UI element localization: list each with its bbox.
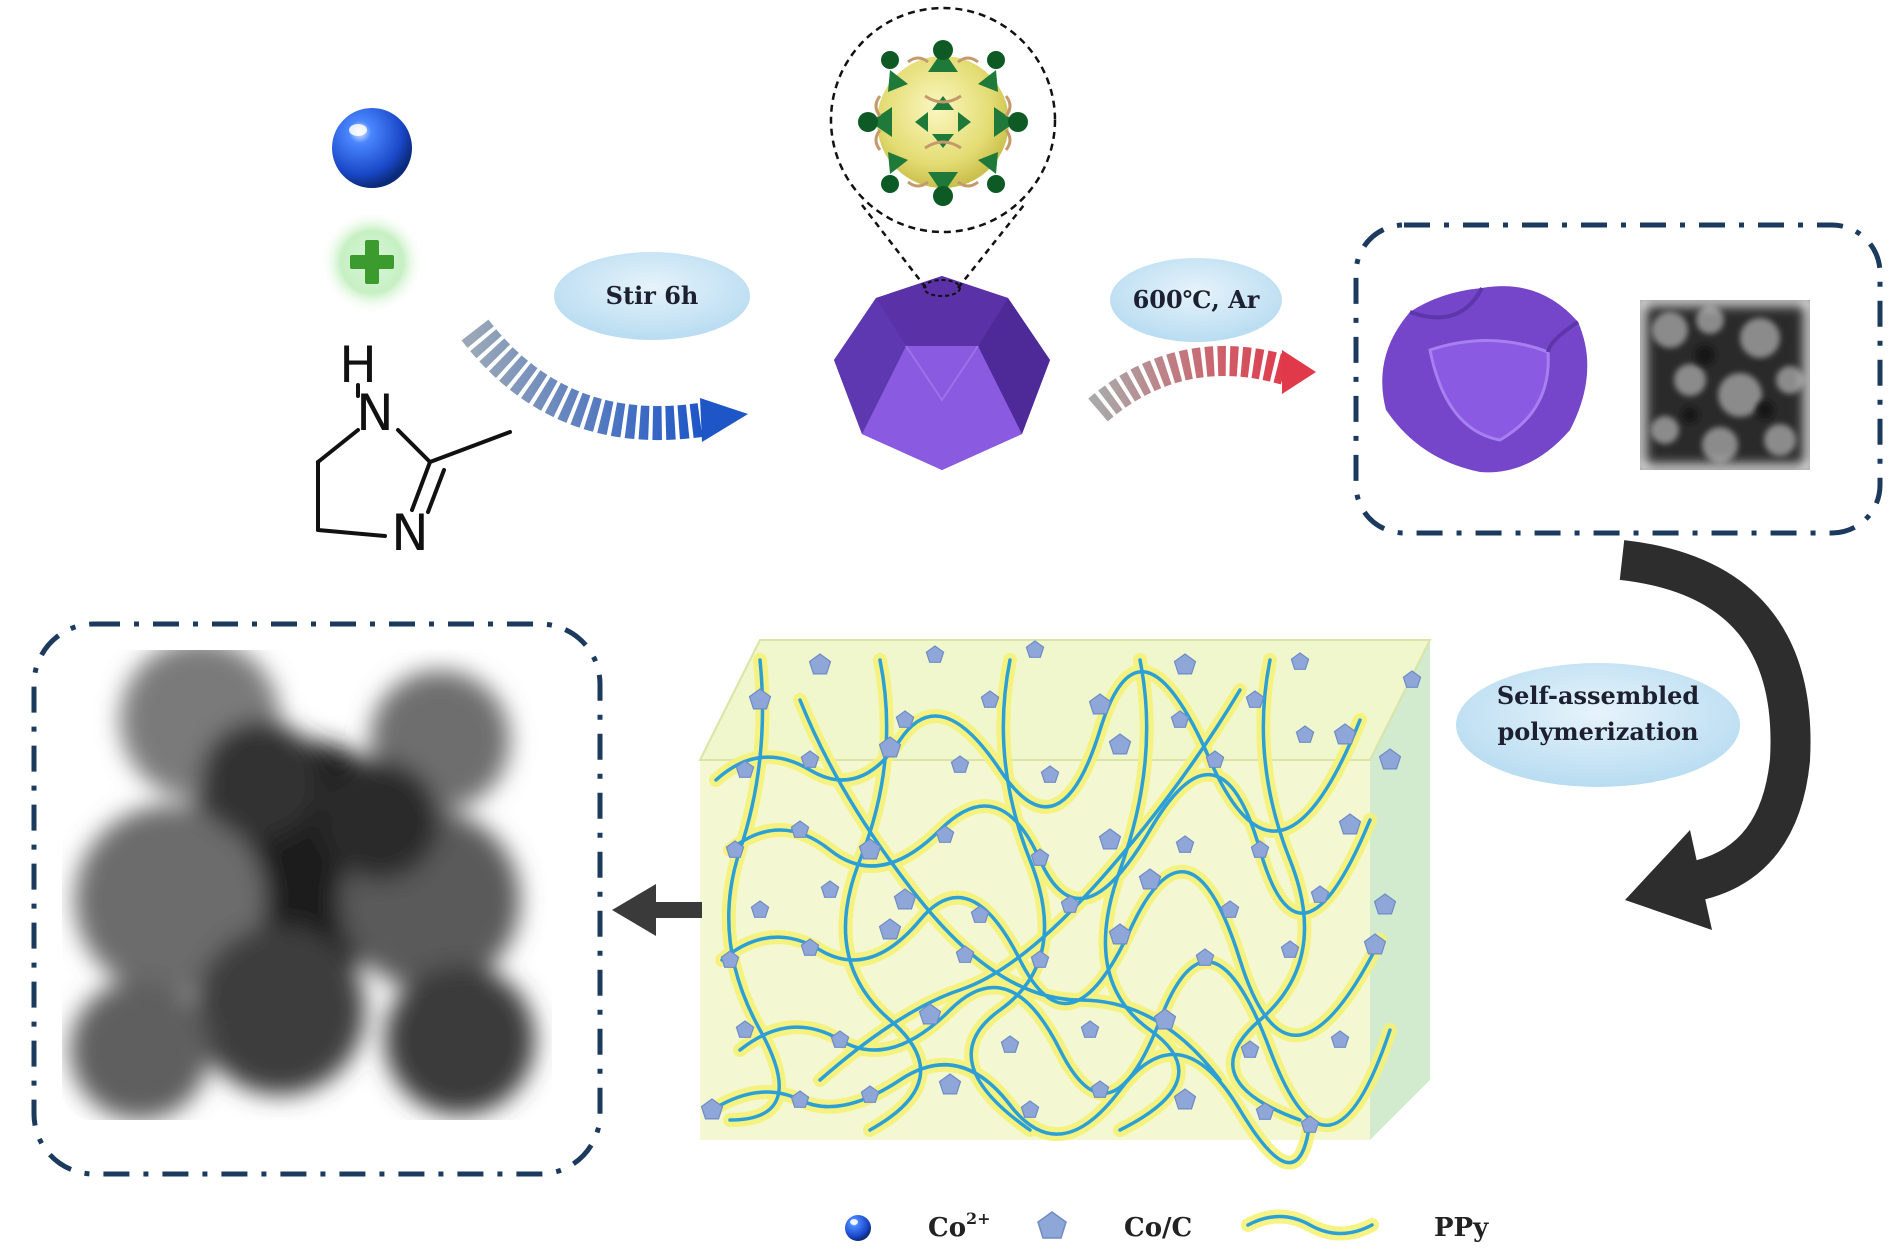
co-c-pentagon xyxy=(1250,840,1270,858)
atom-n-top: N xyxy=(356,384,393,442)
step-stir-label: Stir 6h xyxy=(554,252,750,340)
co-c-pentagon xyxy=(858,838,882,860)
co-c-pentagon xyxy=(1000,1035,1020,1053)
legend-co-ion-icon xyxy=(845,1215,871,1241)
co-c-pentagon xyxy=(1255,1102,1275,1120)
co-c-pentagon xyxy=(720,950,740,968)
co-c-pentagon xyxy=(1280,940,1300,958)
co-c-pentagon xyxy=(830,1030,850,1048)
co-c-particles xyxy=(700,640,1422,1133)
co-c-pentagon xyxy=(700,1098,724,1120)
legend-coc-icon xyxy=(1037,1211,1067,1239)
co-c-pentagon xyxy=(1363,933,1387,955)
co-c-pentagon xyxy=(1030,950,1050,968)
left-arrow xyxy=(612,884,702,936)
co-c-pentagon xyxy=(1373,893,1397,915)
co-c-pentagon xyxy=(1310,885,1330,903)
co-c-pentagon xyxy=(955,945,975,963)
co-c-pentagon xyxy=(980,690,1000,708)
imidazole-structure: H N N xyxy=(316,336,512,562)
co-c-pentagon xyxy=(1333,723,1357,745)
calcine-arrow xyxy=(1088,346,1316,422)
co-c-pentagon xyxy=(860,1085,880,1103)
zif-dodecahedron xyxy=(834,276,1050,470)
svg-text:600℃, Ar: 600℃, Ar xyxy=(1133,285,1260,314)
co-c-pentagon xyxy=(1295,725,1315,743)
co-c-pentagon xyxy=(735,1020,755,1038)
co-ion-ball xyxy=(332,108,412,188)
co-c-pentagon xyxy=(1020,1100,1040,1118)
co-c-pentagon xyxy=(1108,733,1132,755)
co-c-pentagon xyxy=(1030,848,1050,866)
co-c-pentagon xyxy=(950,755,970,773)
co-c-pentagon xyxy=(925,645,945,663)
co-c-polyhedron xyxy=(1382,286,1588,473)
co-c-pentagon xyxy=(790,820,810,838)
legend-ppy-icon xyxy=(1241,1209,1379,1241)
co-c-frame xyxy=(1353,222,1883,536)
plus-icon xyxy=(320,210,424,314)
co-c-pentagon xyxy=(1060,895,1080,913)
co-c-pentagon xyxy=(1153,1008,1177,1030)
co-c-pentagon xyxy=(1205,750,1225,768)
co-c-pentagon xyxy=(970,905,990,923)
co-c-pentagon xyxy=(938,1073,962,1095)
co-c-pentagon xyxy=(893,888,917,910)
legend-co-ion-label: Co2+ xyxy=(928,1209,991,1243)
sem-image xyxy=(1640,300,1810,470)
zif-unit-zoom xyxy=(829,6,1057,234)
co-c-pentagon xyxy=(1108,923,1132,945)
co-c-pentagon xyxy=(1170,710,1190,728)
co-c-pentagon xyxy=(895,710,915,728)
tem-image xyxy=(62,650,552,1120)
svg-text:polymerization: polymerization xyxy=(1497,717,1698,746)
co-c-pentagon xyxy=(1240,1040,1260,1058)
co-c-pentagon xyxy=(935,825,955,843)
atom-n-bottom: N xyxy=(391,504,428,562)
co-c-pentagon xyxy=(1378,748,1402,770)
co-c-pentagon xyxy=(800,750,820,768)
co-c-pentagon xyxy=(748,688,772,710)
co-c-pentagon xyxy=(808,653,832,675)
legend-ppy-label: PPy xyxy=(1434,1213,1489,1243)
co-c-pentagon xyxy=(1173,653,1197,675)
co-c-pentagon xyxy=(800,938,820,956)
co-c-pentagon xyxy=(878,918,902,940)
co-c-pentagon xyxy=(1098,828,1122,850)
co-c-pentagon xyxy=(735,760,755,778)
legend-coc-label: Co/C xyxy=(1124,1213,1192,1243)
ppy-chain xyxy=(710,658,1392,1165)
step-polymerize-label: Self-assembled polymerization xyxy=(1456,663,1740,787)
co-c-pentagon xyxy=(725,840,745,858)
co-c-pentagon xyxy=(1338,813,1362,835)
co-c-pentagon xyxy=(820,880,840,898)
svg-text:Stir 6h: Stir 6h xyxy=(606,281,699,310)
co-c-pentagon xyxy=(1330,1030,1350,1048)
co-c-pentagon xyxy=(1175,835,1195,853)
co-c-pentagon xyxy=(1080,1020,1100,1038)
co-c-pentagon xyxy=(1290,652,1310,670)
step-calcine-label: 600℃, Ar xyxy=(1110,258,1282,342)
co-c-pentagon xyxy=(1090,1080,1110,1098)
co-c-pentagon xyxy=(1040,765,1060,783)
polymerization-arrow xyxy=(1619,540,1811,930)
stir-arrow xyxy=(461,319,748,442)
co-c-pentagon xyxy=(1138,868,1162,890)
svg-text:Self-assembled: Self-assembled xyxy=(1497,681,1700,710)
co-c-pentagon xyxy=(790,1090,810,1108)
co-c-pentagon xyxy=(918,1003,942,1025)
co-c-pentagon xyxy=(1088,693,1112,715)
co-c-pentagon xyxy=(1402,670,1422,688)
co-c-pentagon xyxy=(1195,948,1215,966)
co-c-pentagon xyxy=(1220,900,1240,918)
legend: Co2+ Co/C PPy xyxy=(845,1209,1489,1243)
co-c-pentagon xyxy=(1025,640,1045,658)
co-c-pentagon xyxy=(1245,690,1265,708)
co-c-pentagon xyxy=(1300,1115,1320,1133)
co-c-pentagon xyxy=(1173,1088,1197,1110)
zoom-lines xyxy=(861,204,1025,289)
co-c-pentagon xyxy=(750,900,770,918)
co-c-pentagon xyxy=(878,736,902,758)
